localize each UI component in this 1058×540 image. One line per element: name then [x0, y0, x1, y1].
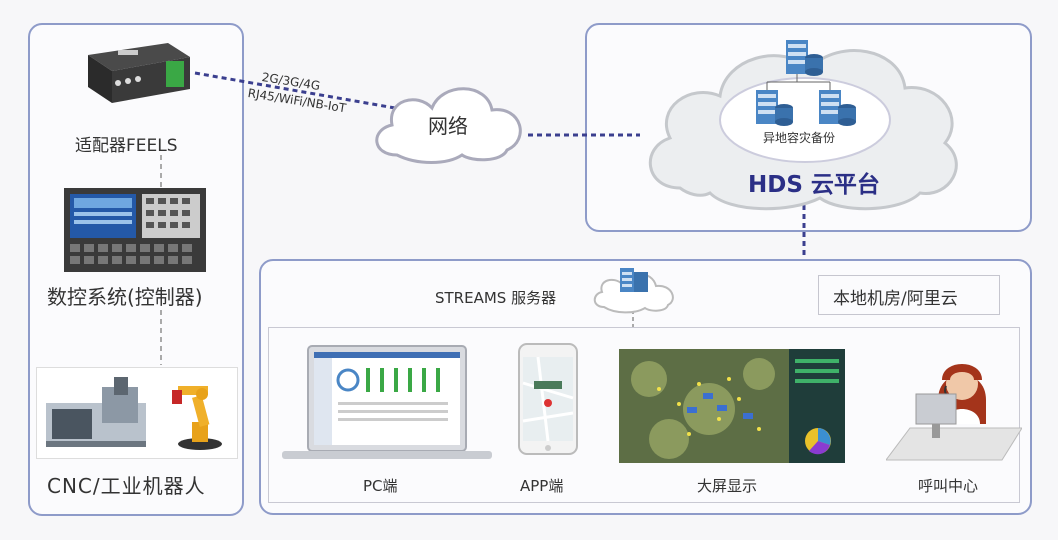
backup-label: 异地容灾备份: [763, 131, 836, 145]
server-left: [756, 90, 793, 126]
platform-cloud-icon: [648, 49, 958, 211]
streams-server-icon: [593, 268, 674, 314]
cloud-platform-title: HDS 云平台: [748, 172, 880, 198]
app-phone-icon: [518, 343, 578, 455]
call-center-icon: [886, 364, 1022, 461]
adapter-network-link: [194, 71, 396, 110]
network-cloud-icon: [375, 87, 522, 164]
pc-laptop-icon: [282, 345, 492, 459]
cnc-controller-icon: [64, 188, 206, 272]
cnc-machine-icon: [46, 377, 146, 447]
big-screen-icon: [619, 349, 845, 463]
adapter-device-icon: [88, 43, 190, 103]
industrial-robot-icon: [172, 386, 222, 450]
client-inner-frame: [268, 327, 1020, 503]
cnc-system-label: 数控系统(控制器): [47, 285, 203, 309]
client-label-pc: PC端: [363, 477, 398, 495]
client-label-app: APP端: [520, 477, 564, 495]
client-label-big-screen: 大屏显示: [697, 477, 758, 495]
server-right: [819, 90, 856, 126]
machines-label: CNC/工业机器人: [47, 474, 206, 498]
location-label: 本地机房/阿里云: [833, 289, 958, 309]
client-label-call-center: 呼叫中心: [918, 477, 979, 495]
adapter-label: 适配器FEELS: [75, 136, 178, 156]
server-label: STREAMS 服务器: [435, 289, 557, 307]
backup-servers-icon: [756, 40, 856, 126]
network-label: 网络: [428, 114, 468, 138]
server-top: [786, 40, 823, 76]
location-box: [818, 275, 1000, 315]
